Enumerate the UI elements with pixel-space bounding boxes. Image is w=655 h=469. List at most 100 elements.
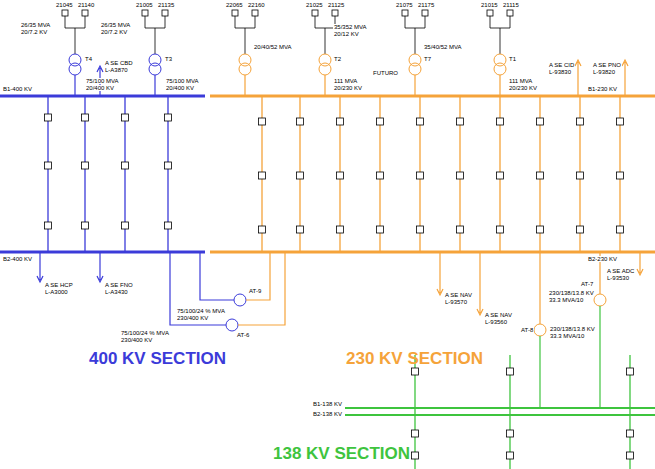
bus-bar — [345, 407, 655, 409]
label: 75/100/24 % MVA — [120, 330, 170, 336]
label: 20/7.2 KV — [20, 29, 48, 35]
tie-wire — [170, 252, 226, 325]
label: 21025 — [305, 2, 324, 8]
bus-bar — [345, 414, 655, 416]
label: 75/100 MVA — [85, 78, 120, 84]
label: 26/35 MVA — [100, 22, 131, 28]
transformer — [232, 10, 258, 96]
bay-138 — [507, 355, 514, 469]
autotransformer — [534, 324, 546, 336]
label: T2 — [333, 56, 342, 62]
label: L-A3870 — [104, 67, 129, 73]
bay-230 — [297, 96, 304, 252]
label: 75/100/24 % MVA — [176, 308, 226, 314]
label: B2-138 KV — [312, 411, 343, 417]
label: 20/12 KV — [333, 31, 360, 37]
label: 20/400 KV — [85, 85, 115, 91]
bus-bar — [0, 95, 205, 98]
label: 20/40/52 MVA — [253, 44, 293, 50]
label: L-93570 — [444, 299, 468, 305]
label: A SE HCP — [44, 282, 74, 288]
line-exit — [37, 252, 43, 282]
label: T3 — [164, 56, 173, 62]
tie-wire — [246, 252, 270, 300]
label: B1-230 KV — [587, 86, 618, 92]
line-exit — [97, 252, 103, 282]
label: AT-6 — [236, 332, 250, 338]
label: 20/230 KV — [333, 85, 363, 91]
label: B1-400 KV — [2, 86, 33, 92]
label: L-93560 — [484, 319, 508, 325]
label: 20/230 KV — [508, 85, 538, 91]
section-title: 138 KV SECTION — [272, 445, 411, 462]
label: 20/7.2 KV — [100, 29, 128, 35]
label: L-A3430 — [104, 289, 129, 295]
line-exit — [437, 252, 443, 295]
autotransformer — [234, 294, 246, 306]
label: 22065 — [225, 2, 244, 8]
line-exit — [637, 252, 643, 275]
label: A SE CID — [548, 62, 575, 68]
bay-230 — [617, 96, 624, 252]
section-title: 230 KV SECTION — [345, 350, 484, 367]
label: T1 — [508, 56, 517, 62]
label: 22160 — [247, 2, 266, 8]
label: 21140 — [77, 2, 95, 8]
bus-bar — [210, 251, 655, 254]
label: 111 MVA — [508, 78, 533, 84]
label: 21125 — [327, 2, 345, 8]
label: 75/100 MVA — [165, 78, 200, 84]
autotransformer — [226, 319, 238, 331]
bay-230 — [259, 96, 266, 252]
tie-wire — [599, 306, 600, 408]
label: 21005 — [135, 2, 154, 8]
label: 33.3 MVA/10 — [548, 297, 584, 303]
label: L-93830 — [548, 69, 572, 75]
label: 20/400 KV — [165, 85, 195, 91]
label: 35/352 MVA — [333, 24, 368, 30]
bay-230 — [457, 96, 464, 252]
bay-138 — [412, 355, 419, 469]
tie-wire — [200, 252, 234, 300]
label: A SE CBD — [104, 60, 134, 66]
tie-wire — [539, 336, 540, 408]
line-exit — [575, 60, 581, 96]
label: 230/400 KV — [176, 315, 209, 321]
line-exit — [622, 60, 628, 96]
label: 21175 — [417, 2, 435, 8]
label: A SE ADC — [606, 268, 635, 274]
label: 33.3 MVA/10 — [549, 333, 585, 339]
bay-230 — [577, 96, 584, 252]
bus-bar — [210, 95, 655, 98]
label: 21045 — [55, 2, 74, 8]
section-title: 400 KV SECTION — [88, 350, 227, 367]
tie-wire — [539, 252, 540, 324]
transformer — [402, 10, 428, 96]
label: B2-400 KV — [2, 256, 33, 262]
line-exit — [477, 252, 483, 315]
bay-400 — [82, 96, 89, 252]
label: AT-7 — [580, 281, 594, 287]
label: 230/400 KV — [120, 337, 153, 343]
label: B2-230 KV — [587, 256, 618, 262]
label: L-93820 — [592, 69, 616, 75]
bay-400 — [45, 96, 52, 252]
label: AT-8 — [520, 327, 534, 333]
label: 21075 — [395, 2, 414, 8]
label: B1-138 KV — [312, 401, 343, 407]
label: 26/35 MVA — [20, 22, 51, 28]
bay-230 — [537, 96, 544, 252]
bay-400 — [165, 96, 172, 252]
label: AT-9 — [248, 288, 262, 294]
label: 230/138/13.8 KV — [548, 290, 595, 296]
tie-wire — [238, 252, 285, 325]
label: 21015 — [480, 2, 499, 8]
label: 230/138/13.8 KV — [549, 326, 596, 332]
autotransformer — [594, 294, 606, 306]
bay-230 — [377, 96, 384, 252]
label: T7 — [423, 56, 432, 62]
label: A SE NAV — [444, 292, 473, 298]
bay-400 — [122, 96, 129, 252]
label: A SE FNO — [104, 282, 134, 288]
